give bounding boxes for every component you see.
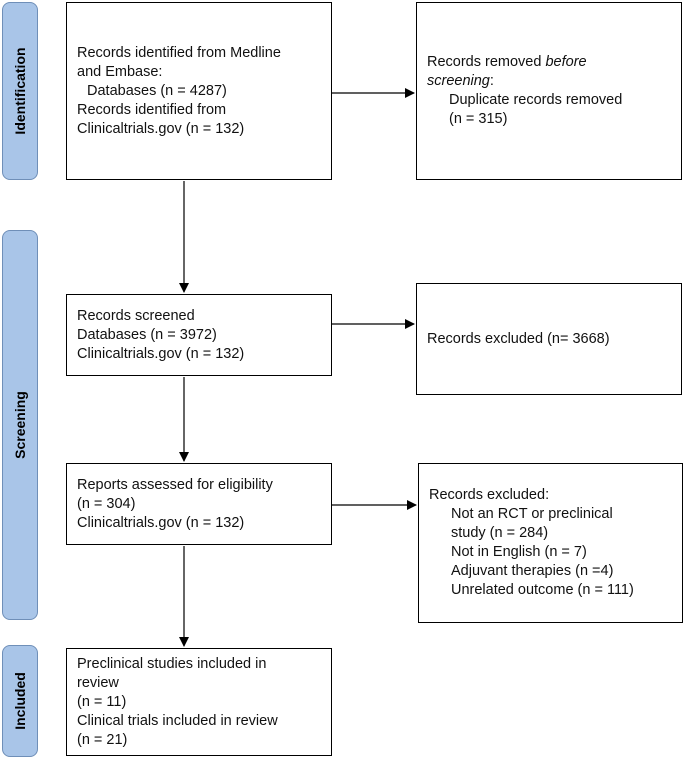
records-excluded-eligibility-box: Records excluded: Not an RCT or preclini… [418,463,683,623]
exclusion-reason-1-line1: Not an RCT or preclinical [451,506,613,522]
preclinical-included-n: (n = 11) [77,693,127,710]
records-identified-clinicaltrials-line1: Records identified from [77,101,227,118]
reports-eligibility-n: (n = 304) [77,495,136,512]
records-identified-line1: Records identified from Medline [77,44,281,61]
records-removed-box: Records removed before screening: Duplic… [416,2,682,180]
records-removed-title: Records removed before [427,53,671,72]
records-excluded-screening-text: Records excluded (n= 3668) [427,330,610,347]
records-removed-title-plain: Records removed [427,54,546,70]
preclinical-included-line1: Preclinical studies included in [77,655,267,672]
exclusion-reason-4: Unrelated outcome (n = 111) [451,582,634,598]
records-screened-databases: Databases (n = 3972) [77,326,217,343]
records-identified-line2: and Embase: [77,63,163,80]
phase-included: Included [2,645,38,757]
records-excluded-screening-box: Records excluded (n= 3668) [416,283,682,395]
records-excluded-eligibility-title: Records excluded: [429,487,550,503]
phase-identification-label: Identification [12,47,28,135]
exclusion-reason-2: Not in English (n = 7) [451,544,587,560]
studies-included-box: Preclinical studies included in review (… [66,648,332,756]
preclinical-included-line2: review [77,674,119,691]
records-removed-title-italic-1: before [545,54,587,70]
records-removed-title-italic-2: screening [427,73,490,89]
phase-included-label: Included [12,672,28,730]
duplicate-records-removed: Duplicate records removed [449,92,623,108]
phase-screening-label: Screening [12,391,28,459]
phase-screening: Screening [2,230,38,620]
clinical-included-n: (n = 21) [77,731,128,748]
records-identified-databases: Databases (n = 4287) [87,82,227,99]
reports-eligibility-title: Reports assessed for eligibility [77,476,273,493]
reports-eligibility-clinicaltrials: Clinicaltrials.gov (n = 132) [77,514,245,531]
records-screened-title: Records screened [77,307,195,324]
phase-identification: Identification [2,2,38,180]
clinical-included-line1: Clinical trials included in review [77,712,278,729]
exclusion-reason-1-line2: study (n = 284) [451,525,549,541]
records-removed-title-colon: : [489,73,494,89]
records-screened-box: Records screened Databases (n = 3972) Cl… [66,294,332,376]
records-identified-clinicaltrials-line2: Clinicaltrials.gov (n = 132) [77,120,245,137]
duplicate-records-removed-n: (n = 315) [449,111,508,127]
records-identified-box: Records identified from Medline and Emba… [66,2,332,180]
reports-eligibility-box: Reports assessed for eligibility (n = 30… [66,463,332,545]
records-removed-title-2: screening: [427,72,671,91]
records-screened-clinicaltrials: Clinicaltrials.gov (n = 132) [77,345,245,362]
exclusion-reason-3: Adjuvant therapies (n =4) [451,563,614,579]
